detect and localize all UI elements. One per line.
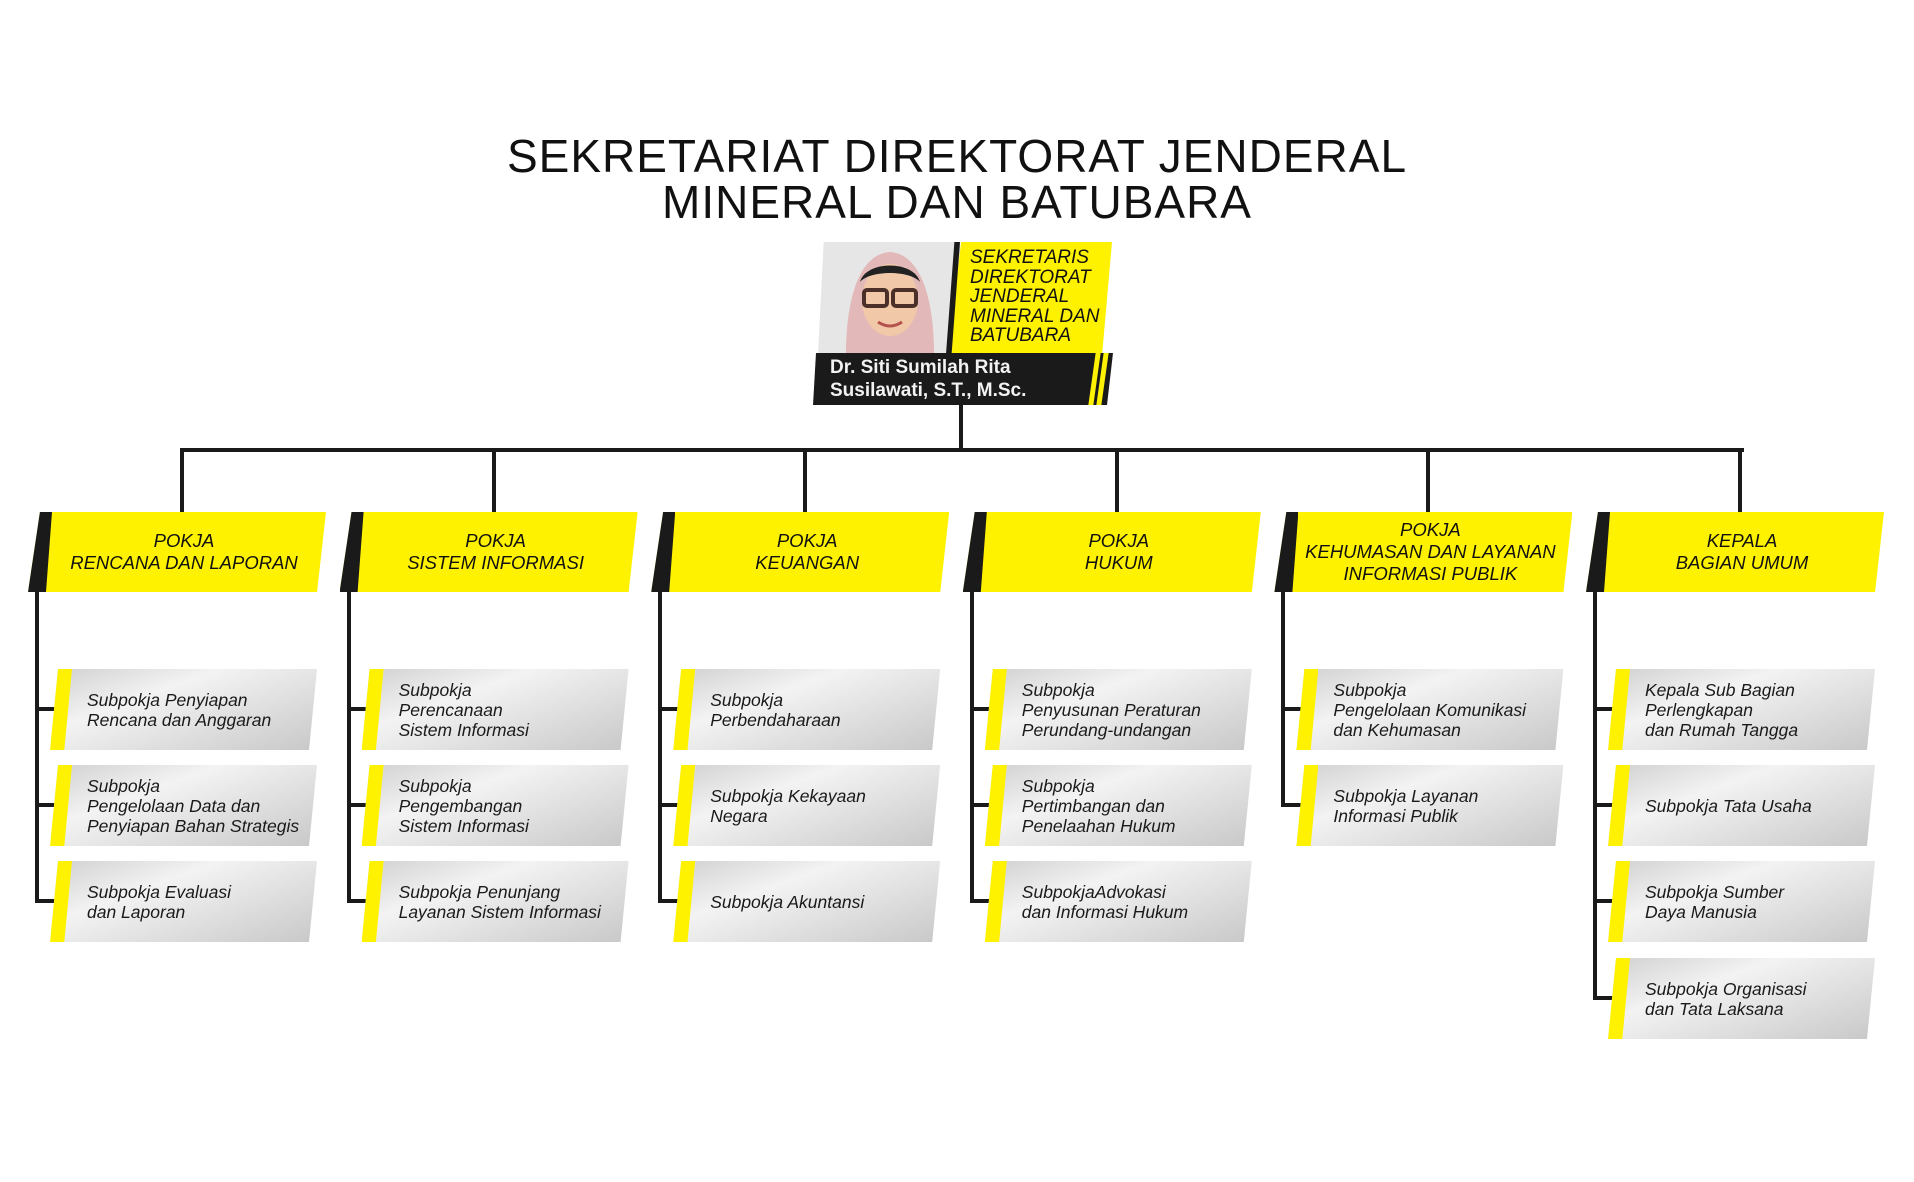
connector-line [1738, 450, 1742, 514]
unit-stripe [651, 512, 676, 592]
connector-line [969, 590, 974, 903]
subunit-box: Subpokja Akuntansi [673, 861, 941, 942]
subunit-box: SubpokjaAdvokasi dan Informasi Hukum [984, 861, 1252, 942]
subunit-box: Subpokja Perbendaharaan [673, 669, 941, 750]
name-bar [813, 353, 1113, 405]
connector-line [1593, 899, 1613, 903]
unit-box: POKJA KEHUMASAN DAN LAYANAN INFORMASI PU… [1274, 512, 1573, 592]
connector-line [35, 590, 39, 903]
connector-line [180, 450, 184, 514]
subunit-label: Subpokja Layanan Informasi Publik [1333, 785, 1479, 826]
unit-box: POKJA SISTEM INFORMASI [339, 512, 638, 592]
connector-line [658, 590, 663, 903]
subunit-box: Subpokja Organisasi dan Tata Laksana [1608, 958, 1875, 1039]
subunit-box: Subpokja Kekayaan Negara [673, 765, 941, 846]
subunit-box: Subpokja Pengelolaan Komunikasi dan Kehu… [1296, 669, 1564, 750]
person-portrait-icon [846, 252, 934, 354]
head-name: Dr. Siti Sumilah Rita Susilawati, S.T., … [830, 357, 1027, 401]
subunit-label: Subpokja Pengelolaan Data dan Penyiapan … [87, 775, 300, 836]
subunit-label: Subpokja Perbendaharaan [710, 689, 841, 730]
role-box [948, 242, 1112, 354]
subunit-label: SubpokjaAdvokasi dan Informasi Hukum [1021, 881, 1189, 922]
connector-line [346, 899, 367, 903]
connector-line [180, 448, 1744, 452]
connector-line [969, 899, 990, 903]
subunit-label: Subpokja Akuntansi [710, 891, 865, 912]
unit-label: KEPALA BAGIAN UMUM [1675, 530, 1809, 573]
subunit-label: Subpokja Pengelolaan Komunikasi dan Kehu… [1333, 679, 1527, 740]
subunit-box: Subpokja Penunjang Layanan Sistem Inform… [361, 861, 629, 942]
subunit-label: Subpokja Penyusunan Peraturan Perundang-… [1021, 679, 1201, 740]
connector-line [1281, 707, 1302, 711]
unit-stripe [339, 512, 364, 592]
unit-label: POKJA RENCANA DAN LAPORAN [70, 530, 298, 573]
subunit-box: Subpokja Pertimbangan dan Penelaahan Huk… [984, 765, 1252, 846]
subunit-label: Subpokja Kekayaan Negara [710, 785, 866, 826]
unit-stripe [962, 512, 987, 592]
connector-line [346, 590, 351, 903]
chart-title-line2: MINERAL DAN BATUBARA [662, 176, 1252, 228]
subunit-label: Subpokja Perencanaan Sistem Informasi [398, 679, 529, 740]
connector-line [969, 707, 990, 711]
connector-line [658, 899, 679, 903]
subunit-label: Subpokja Pengembangan Sistem Informasi [398, 775, 529, 836]
subunit-box: Subpokja Penyusunan Peraturan Perundang-… [984, 669, 1252, 750]
connector-line [35, 803, 55, 807]
connector-line [803, 450, 808, 514]
subunit-label: Subpokja Pertimbangan dan Penelaahan Huk… [1021, 775, 1176, 836]
subunit-box: Subpokja Penyiapan Rencana dan Anggaran [50, 669, 317, 750]
connector-line [1593, 590, 1597, 1000]
connector-line [35, 707, 55, 711]
unit-box: POKJA KEUANGAN [651, 512, 950, 592]
subunit-label: Subpokja Tata Usaha [1645, 795, 1812, 816]
unit-stripe [1586, 512, 1610, 592]
connector-line [969, 803, 990, 807]
connector-line [1114, 450, 1119, 514]
subunit-label: Subpokja Evaluasi dan Laporan [87, 881, 231, 922]
subunit-label: Subpokja Organisasi dan Tata Laksana [1645, 978, 1807, 1019]
connector-line [1593, 803, 1613, 807]
connector-line [1593, 707, 1613, 711]
connector-line [346, 707, 367, 711]
connector-line [491, 450, 496, 514]
unit-box: POKJA RENCANA DAN LAPORAN [28, 512, 326, 592]
subunit-box: Kepala Sub Bagian Perlengkapan dan Rumah… [1608, 669, 1875, 750]
unit-box: POKJA HUKUM [962, 512, 1261, 592]
head-role: SEKRETARIS DIREKTORAT JENDERAL MINERAL D… [970, 247, 1100, 346]
subunit-box: Subpokja Perencanaan Sistem Informasi [361, 669, 629, 750]
unit-stripe [1274, 512, 1299, 592]
unit-label: POKJA KEHUMASAN DAN LAYANAN INFORMASI PU… [1305, 519, 1556, 584]
subunit-label: Subpokja Sumber Daya Manusia [1645, 881, 1785, 922]
connector-line [346, 803, 367, 807]
subunit-box: Subpokja Evaluasi dan Laporan [50, 861, 317, 942]
connector-line [658, 803, 679, 807]
portrait-photo [818, 242, 960, 354]
connector-line [658, 707, 679, 711]
subunit-label: Kepala Sub Bagian Perlengkapan dan Rumah… [1645, 679, 1799, 740]
connector-line [959, 405, 963, 452]
subunit-box: Subpokja Layanan Informasi Publik [1296, 765, 1564, 846]
subunit-label: Subpokja Penunjang Layanan Sistem Inform… [398, 881, 601, 922]
connector-line [1281, 590, 1286, 807]
connector-line [35, 899, 55, 903]
unit-stripe [28, 512, 52, 592]
connector-line [1281, 803, 1302, 807]
subunit-box: Subpokja Pengelolaan Data dan Penyiapan … [50, 765, 317, 846]
subunit-label: Subpokja Penyiapan Rencana dan Anggaran [87, 689, 272, 730]
subunit-box: Subpokja Tata Usaha [1608, 765, 1875, 846]
unit-label: POKJA HUKUM [1084, 530, 1153, 573]
connector-line [1426, 450, 1431, 514]
subunit-box: Subpokja Pengembangan Sistem Informasi [361, 765, 629, 846]
unit-label: POKJA KEUANGAN [755, 530, 860, 573]
subunit-box: Subpokja Sumber Daya Manusia [1608, 861, 1875, 942]
unit-box: KEPALA BAGIAN UMUM [1586, 512, 1884, 592]
connector-line [1593, 996, 1613, 1000]
chart-title-line1: SEKRETARIAT DIREKTORAT JENDERAL [506, 130, 1408, 182]
unit-label: POKJA SISTEM INFORMASI [407, 530, 584, 573]
